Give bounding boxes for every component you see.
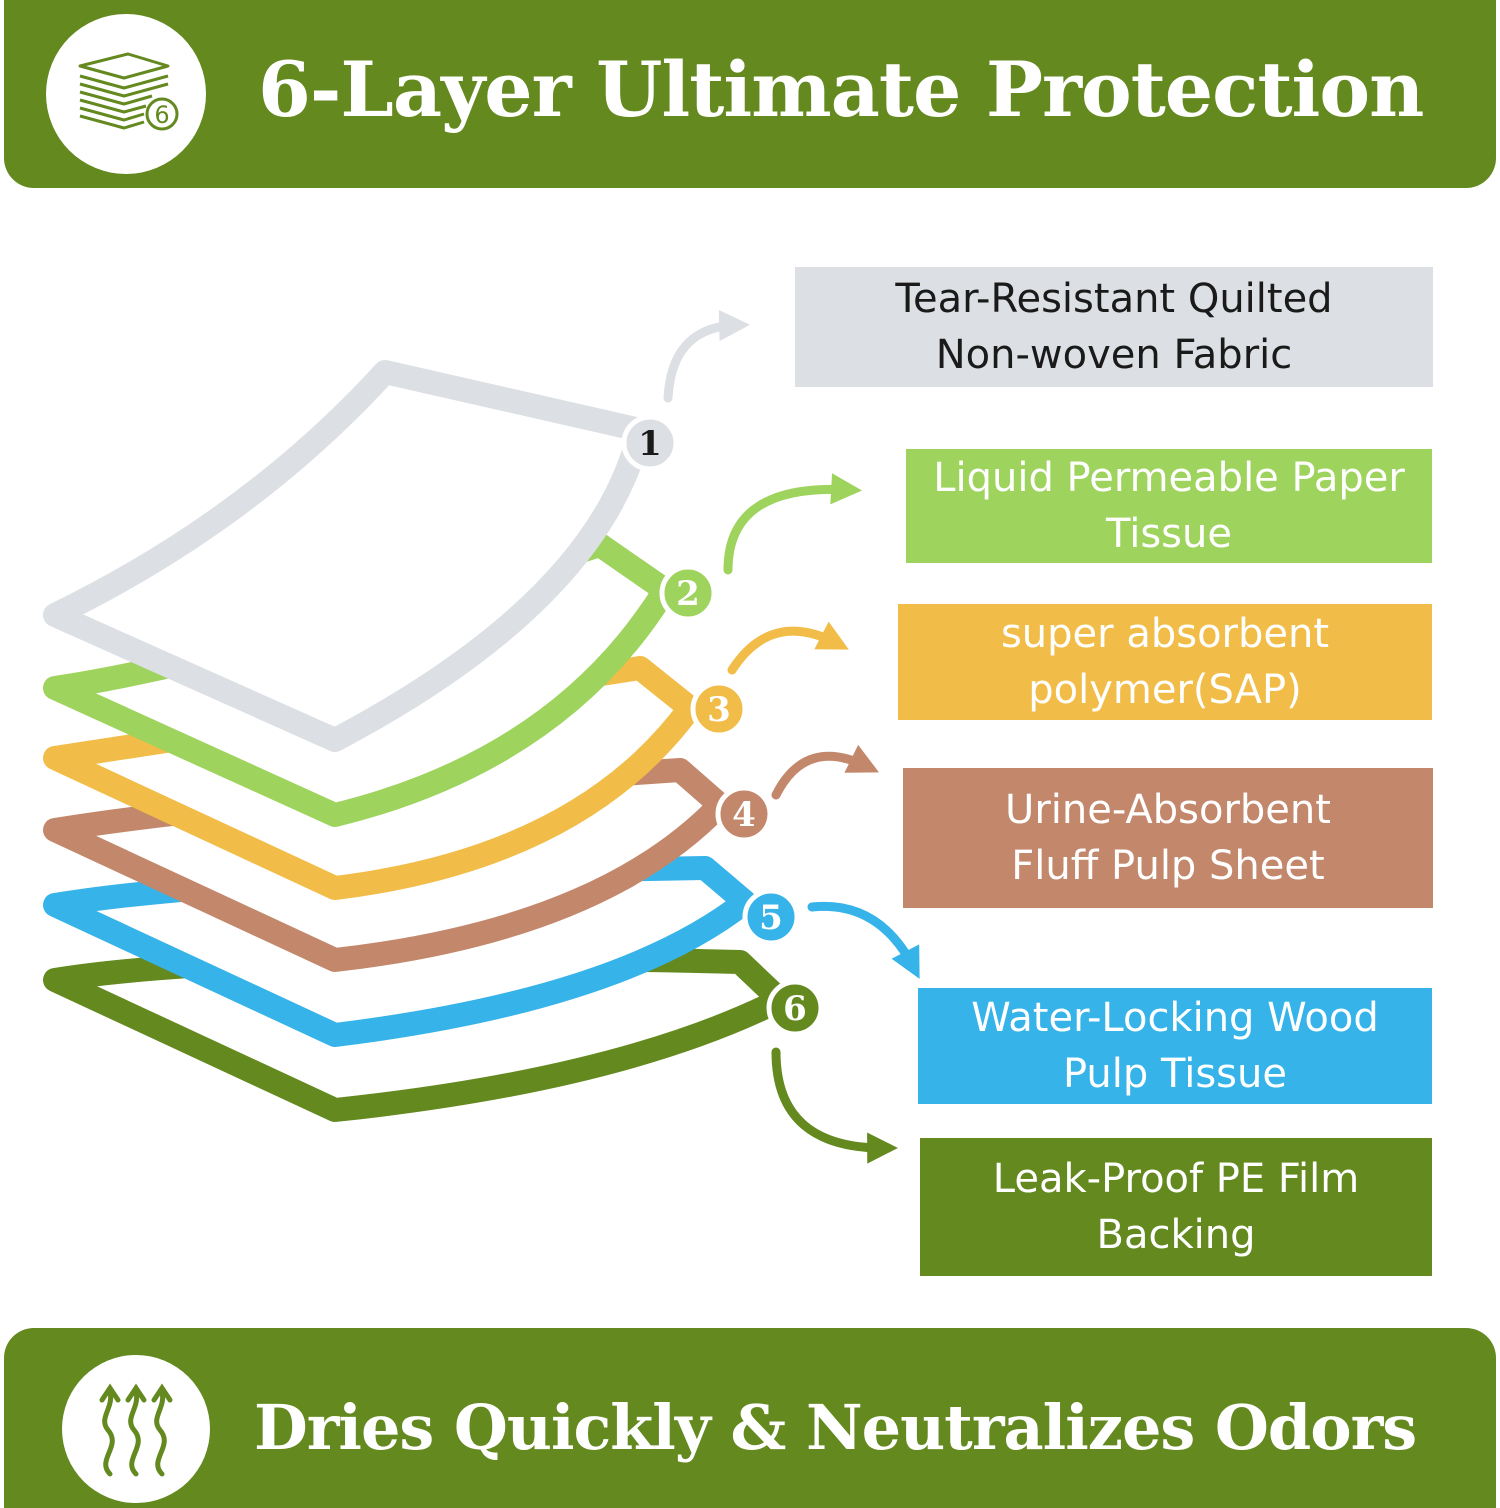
layer-label-2: Liquid Permeable Paper Tissue (906, 449, 1432, 563)
footer-title: Dries Quickly & Neutralizes Odors (254, 1391, 1417, 1464)
layer-number: 1 (638, 424, 662, 464)
layer-label-5: Water-Locking Wood Pulp Tissue (918, 988, 1432, 1104)
layer-number-badge-6: 6 (766, 979, 824, 1037)
layer-number: 6 (783, 989, 807, 1029)
layer-arrow-2 (723, 473, 862, 575)
layer-arrow-6 (771, 1047, 898, 1164)
layer-stack-6-icon: 6 (78, 52, 179, 131)
header-banner: 6 6-Layer Ultimate Protection (4, 0, 1496, 188)
layer-label-1: Tear-Resistant Quilted Non-woven Fabric (795, 267, 1433, 387)
layer-number-badge-5: 5 (742, 888, 800, 946)
page-title: 6-Layer Ultimate Protection (258, 45, 1424, 134)
layer-number: 2 (676, 574, 700, 614)
layer-number-badge-4: 4 (715, 785, 773, 843)
layer-number: 3 (707, 690, 731, 730)
layer-arrow-4 (771, 744, 879, 800)
layer-arrow-5 (807, 901, 920, 979)
footer-badge (62, 1355, 210, 1503)
layer-number: 5 (759, 898, 783, 938)
layer-number-badge-3: 3 (690, 680, 748, 738)
layer-label-3: super absorbent polymer(SAP) (898, 604, 1432, 720)
layer-number: 4 (732, 795, 756, 835)
footer-banner: Dries Quickly & Neutralizes Odors (4, 1328, 1496, 1508)
layer-label-4: Urine-Absorbent Fluff Pulp Sheet (903, 768, 1433, 908)
layer-number-badge-2: 2 (659, 564, 717, 622)
layer-arrow-3 (727, 621, 849, 675)
layer-label-6: Leak-Proof PE Film Backing (920, 1138, 1432, 1276)
icon-number: 6 (154, 101, 169, 129)
rising-vapor-icon (99, 1383, 173, 1477)
layer-number-badge-1: 1 (621, 414, 679, 472)
header-badge: 6 (46, 14, 206, 174)
layer-arrow-1 (663, 309, 750, 403)
